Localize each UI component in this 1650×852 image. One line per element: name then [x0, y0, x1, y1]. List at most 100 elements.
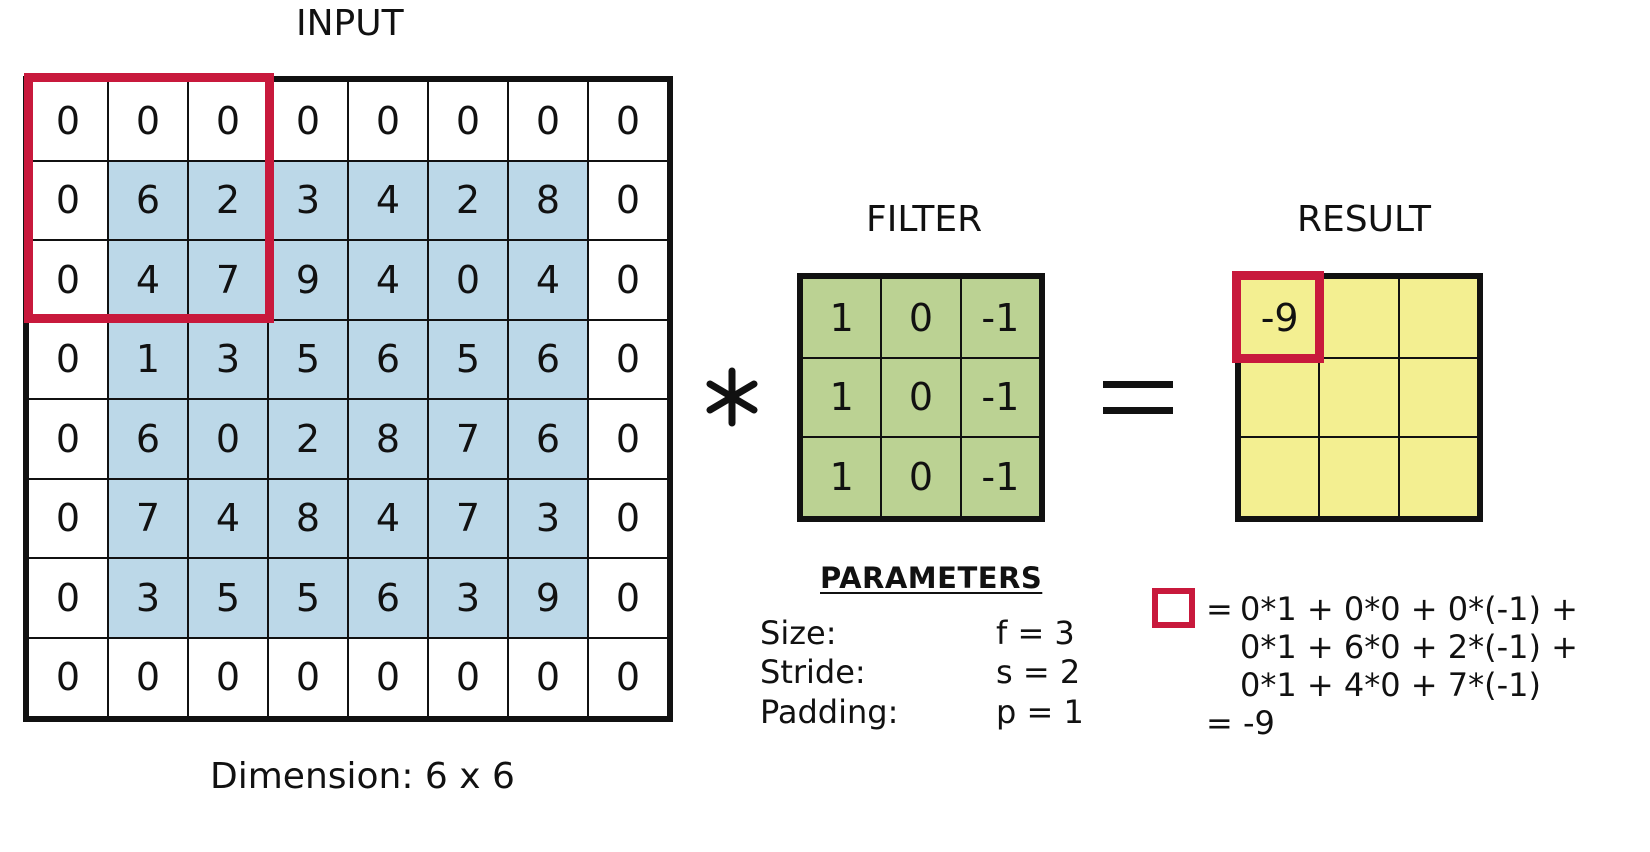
- input-cell: 0: [428, 637, 508, 717]
- input-cell: 0: [268, 637, 348, 717]
- input-cell: 0: [108, 637, 188, 717]
- input-cell: 6: [508, 399, 588, 479]
- equals-sign-icon: [1103, 381, 1173, 414]
- input-cell: 5: [428, 319, 508, 399]
- calculation-line-1: 0*1 + 0*0 + 0*(-1) +: [1240, 590, 1578, 628]
- input-cell: 3: [108, 558, 188, 638]
- filter-cell: 0: [881, 437, 961, 517]
- calculation-line-2: 0*1 + 6*0 + 2*(-1) +: [1240, 628, 1578, 666]
- input-cell: 6: [108, 399, 188, 479]
- input-cell: 0: [508, 81, 588, 161]
- filter-cell: 1: [802, 437, 882, 517]
- input-cell: 0: [588, 240, 668, 320]
- input-cell: 0: [348, 637, 428, 717]
- input-title: INPUT: [296, 3, 404, 44]
- input-cell: 6: [348, 558, 428, 638]
- input-cell: 0: [588, 558, 668, 638]
- highlighted-cell-legend-square: [1152, 588, 1195, 628]
- input-cell: 1: [108, 319, 188, 399]
- input-cell: 0: [28, 240, 108, 320]
- filter-cell: 0: [881, 278, 961, 358]
- input-cell: 3: [268, 160, 348, 240]
- filter-cell: 1: [802, 357, 882, 438]
- result-cell: [1319, 278, 1399, 358]
- result-matrix: -9: [1235, 273, 1483, 522]
- input-cell: 0: [28, 81, 108, 161]
- input-cell: 0: [28, 160, 108, 240]
- input-cell: 0: [28, 478, 108, 558]
- input-cell: 3: [188, 319, 268, 399]
- input-cell: 5: [268, 558, 348, 638]
- input-cell: 4: [348, 160, 428, 240]
- input-cell: 9: [268, 240, 348, 320]
- result-cell: [1319, 437, 1399, 517]
- input-cell: 2: [188, 160, 268, 240]
- input-cell: 7: [428, 478, 508, 558]
- parameter-stride-row: Stride: s = 2: [760, 652, 1080, 692]
- filter-cell: 1: [802, 278, 882, 358]
- input-cell: 8: [348, 399, 428, 479]
- input-cell: 2: [268, 399, 348, 479]
- input-cell: 0: [348, 81, 428, 161]
- parameter-padding-row: Padding: p = 1: [760, 692, 1084, 732]
- result-title: RESULT: [1297, 199, 1432, 240]
- input-cell: 2: [428, 160, 508, 240]
- result-cell: [1398, 278, 1478, 358]
- calculation-line-3: 0*1 + 4*0 + 7*(-1): [1240, 666, 1541, 704]
- input-cell: 5: [188, 558, 268, 638]
- input-cell: 4: [348, 240, 428, 320]
- input-cell: 0: [428, 240, 508, 320]
- result-cell: [1240, 437, 1320, 517]
- input-cell: 8: [508, 160, 588, 240]
- input-cell: 0: [508, 637, 588, 717]
- input-cell: 6: [348, 319, 428, 399]
- input-cell: 6: [508, 319, 588, 399]
- input-cell: 4: [348, 478, 428, 558]
- convolution-operator-icon: [706, 367, 758, 427]
- filter-title: FILTER: [866, 199, 983, 240]
- input-cell: 0: [588, 478, 668, 558]
- input-cell: 0: [588, 637, 668, 717]
- input-cell: 0: [188, 81, 268, 161]
- input-cell: 0: [28, 399, 108, 479]
- result-cell: -9: [1240, 278, 1320, 358]
- input-cell: 0: [28, 558, 108, 638]
- input-cell: 0: [268, 81, 348, 161]
- input-cell: 0: [428, 81, 508, 161]
- input-cell: 6: [108, 160, 188, 240]
- input-cell: 7: [428, 399, 508, 479]
- input-cell: 0: [588, 319, 668, 399]
- result-cell: [1398, 437, 1478, 517]
- input-cell: 0: [108, 81, 188, 161]
- input-cell: 9: [508, 558, 588, 638]
- input-cell: 7: [188, 240, 268, 320]
- input-cell: 7: [108, 478, 188, 558]
- filter-cell: 0: [881, 357, 961, 438]
- input-cell: 4: [108, 240, 188, 320]
- result-cell: [1398, 357, 1478, 438]
- parameters-title: PARAMETERS: [820, 561, 1043, 595]
- parameter-size-label: Size:: [760, 614, 837, 652]
- parameter-stride-value: s = 2: [996, 653, 1081, 691]
- input-cell: 0: [588, 160, 668, 240]
- calculation-result-line: = -9: [1206, 704, 1275, 742]
- input-cell: 4: [188, 478, 268, 558]
- input-cell: 8: [268, 478, 348, 558]
- filter-cell: -1: [960, 357, 1040, 438]
- filter-cell: -1: [960, 278, 1040, 358]
- result-cell: [1240, 357, 1320, 438]
- input-cell: 0: [188, 637, 268, 717]
- input-cell: 4: [508, 240, 588, 320]
- parameter-size-value: f = 3: [996, 614, 1075, 652]
- parameter-stride-label: Stride:: [760, 653, 866, 691]
- input-cell: 0: [588, 399, 668, 479]
- input-cell: 0: [188, 399, 268, 479]
- parameter-padding-value: p = 1: [996, 693, 1084, 731]
- dimension-label: Dimension: 6 x 6: [210, 756, 515, 797]
- input-cell: 0: [28, 637, 108, 717]
- parameter-size-row: Size: f = 3: [760, 613, 1080, 653]
- input-cell: 5: [268, 319, 348, 399]
- input-cell: 0: [28, 319, 108, 399]
